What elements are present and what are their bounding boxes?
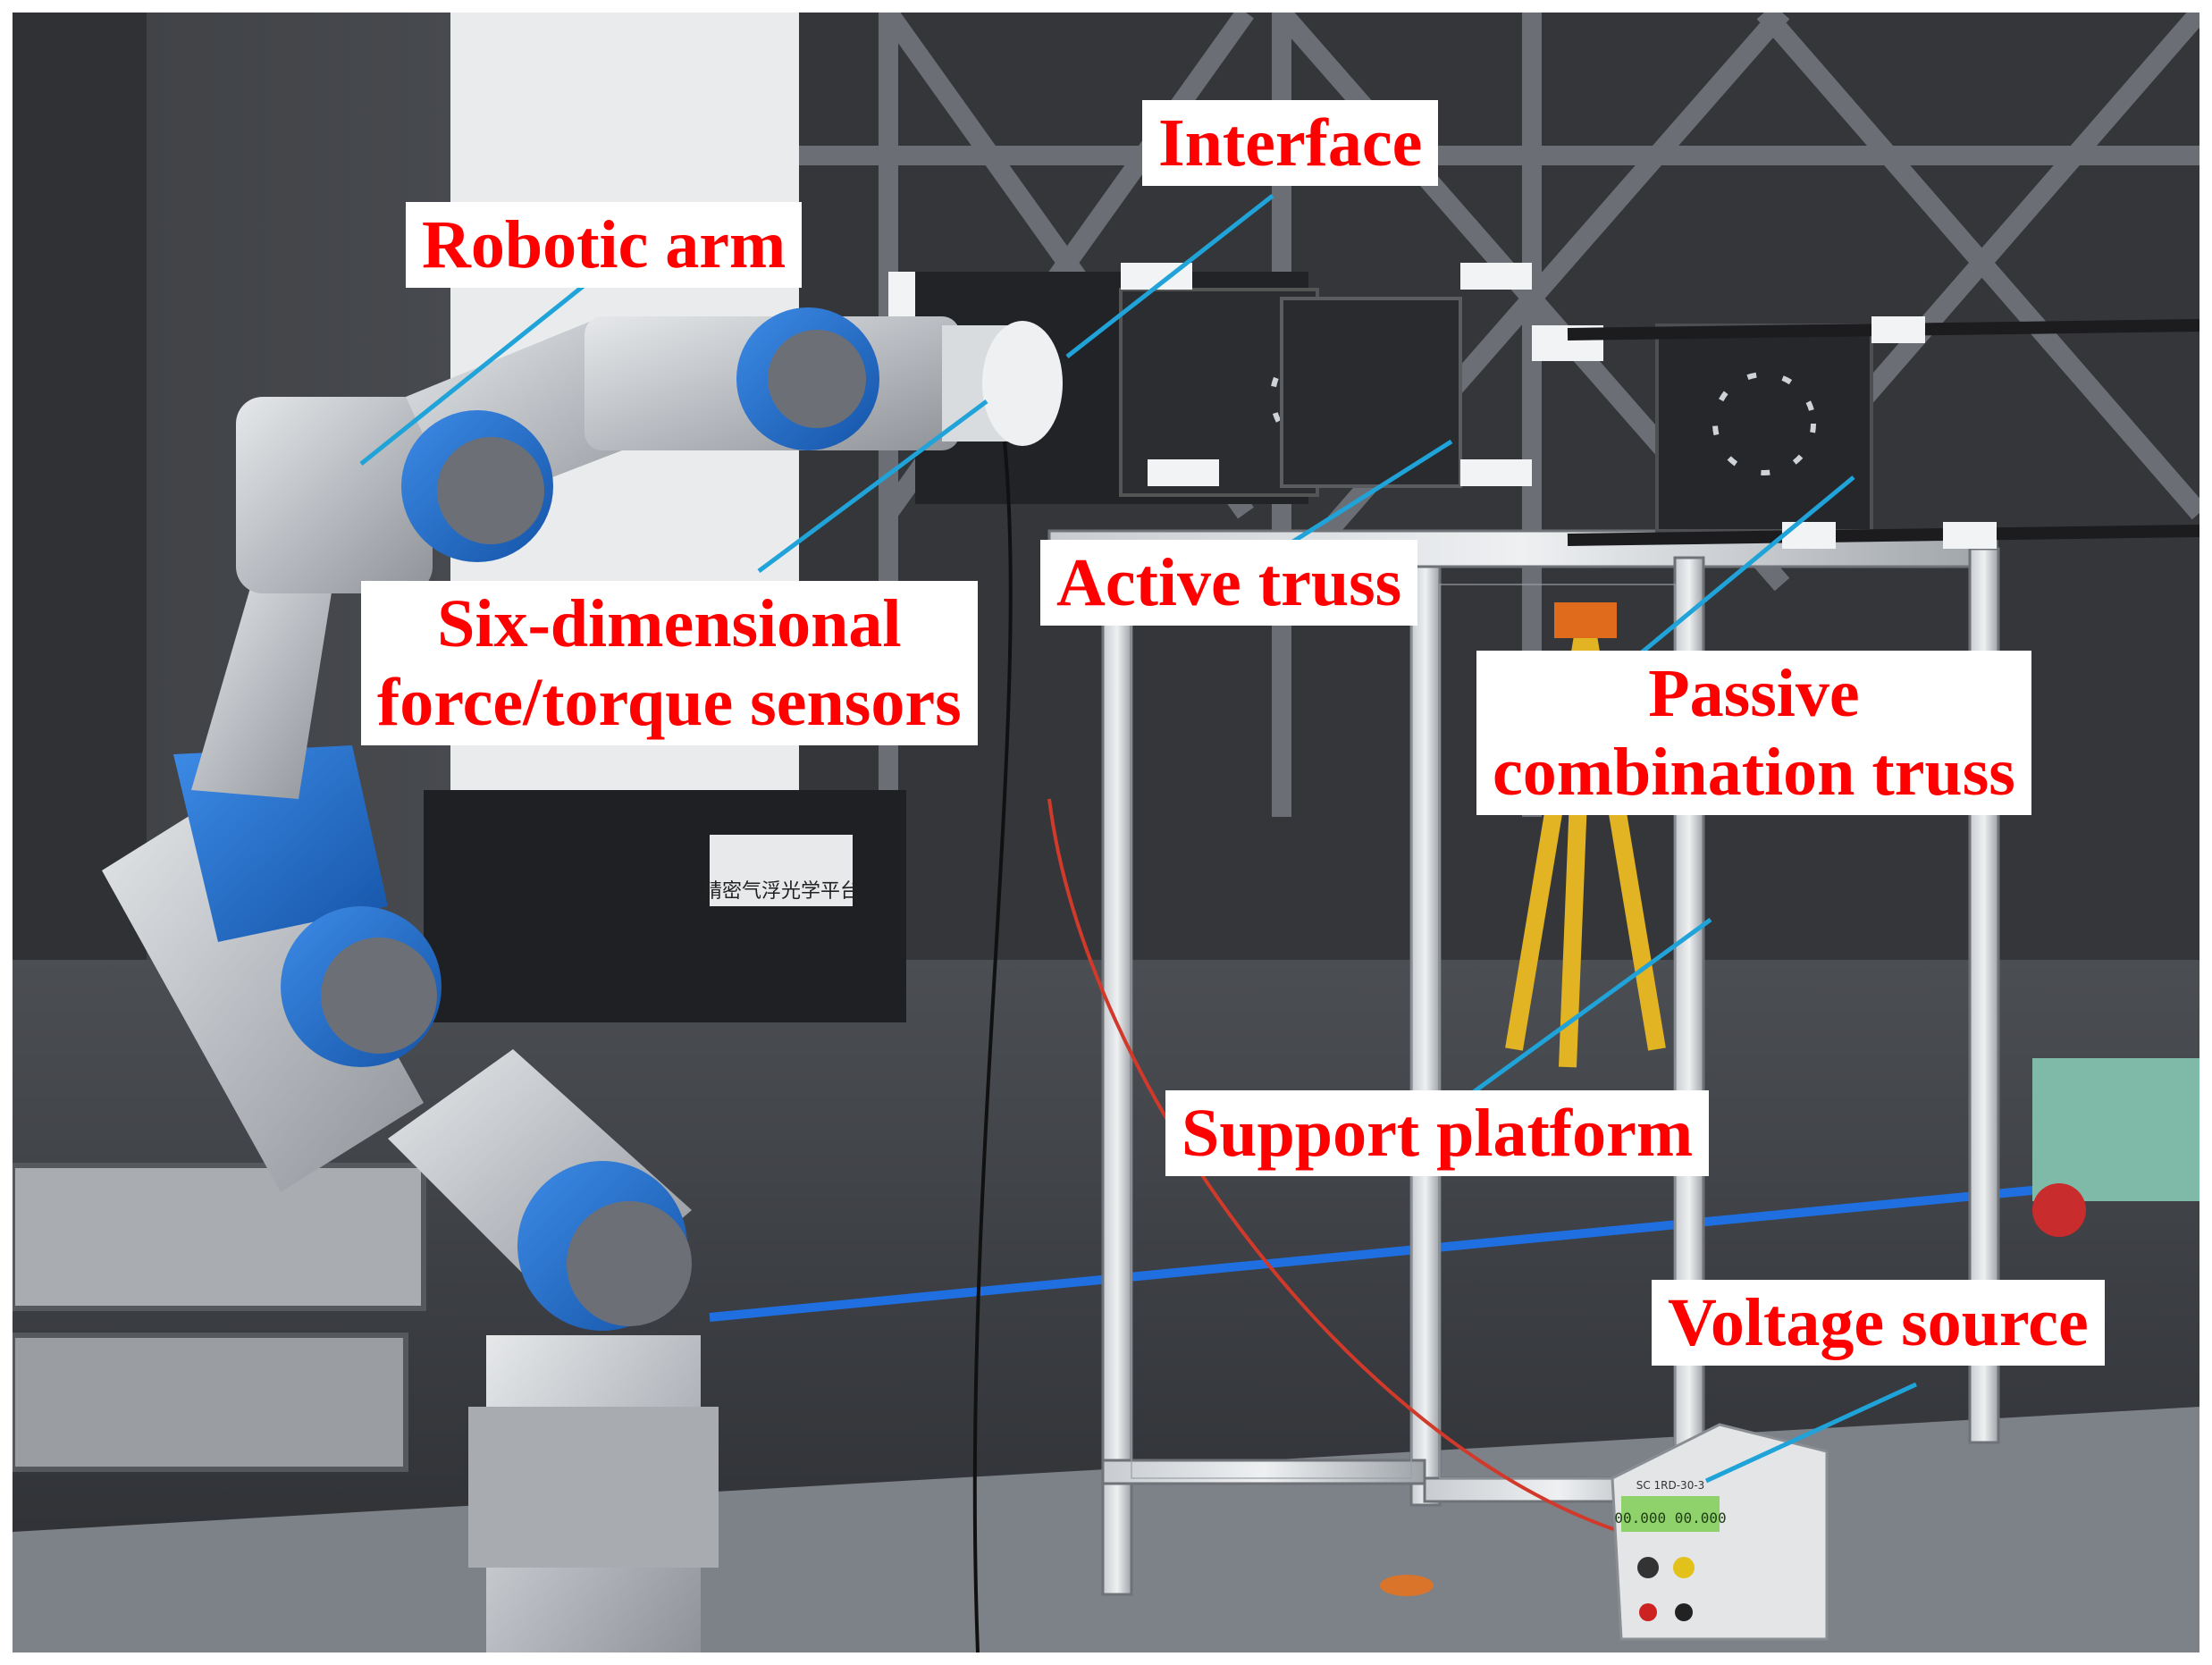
table-sign	[710, 835, 853, 906]
left-column	[13, 13, 147, 978]
label-support-platform: Support platform	[1165, 1090, 1710, 1176]
label-voltage-source-text: Voltage source	[1668, 1285, 2089, 1360]
label-interface-text: Interface	[1158, 105, 1423, 181]
label-passive-truss: Passive combination truss	[1476, 651, 2031, 815]
leader-passive-truss	[1619, 475, 1855, 671]
label-active-truss-text: Active truss	[1056, 545, 1402, 620]
robotic-arm	[102, 307, 1063, 1652]
label-sensors: Six-dimensional force/torque sensors	[361, 581, 978, 745]
equipment-case-2	[13, 1333, 408, 1472]
leader-sensors	[757, 399, 988, 574]
leader-interface	[1065, 194, 1274, 358]
voltage-source	[1611, 1423, 1829, 1641]
label-active-truss: Active truss	[1040, 540, 1418, 626]
blue-floor-tape	[709, 1170, 2199, 1322]
leader-robotic-arm	[359, 283, 586, 466]
label-robotic-arm-text: Robotic arm	[422, 207, 786, 282]
label-sensors-line2: force/torque sensors	[377, 665, 962, 740]
leader-voltage-source	[1704, 1382, 1918, 1484]
leveling-foot	[1380, 1575, 1434, 1596]
label-voltage-source: Voltage source	[1652, 1280, 2105, 1366]
table-sign-text: 精密气浮光学平台	[702, 880, 860, 903]
cables	[972, 441, 1622, 1652]
leader-lines	[359, 194, 1918, 1484]
label-support-platform-text: Support platform	[1182, 1096, 1694, 1171]
photograph: 精密气浮光学平台	[13, 13, 2199, 1652]
equipment-case-1	[13, 1163, 426, 1311]
label-interface: Interface	[1142, 100, 1439, 186]
tripod-head	[1554, 602, 1617, 638]
supply-display: 00.000 00.000	[1614, 1509, 1726, 1526]
leader-support-platform	[1463, 917, 1712, 1101]
label-passive-line1: Passive	[1648, 656, 1860, 731]
cart-wheel	[2032, 1183, 2086, 1237]
label-robotic-arm: Robotic arm	[406, 202, 803, 288]
label-passive-line2: combination truss	[1493, 735, 2015, 810]
leader-active-truss	[1280, 439, 1453, 551]
passive-combination-truss	[1567, 316, 2199, 549]
label-sensors-line1: Six-dimensional	[437, 586, 902, 661]
cart	[2032, 1058, 2199, 1201]
supply-model: SC 1RD-30-3	[1636, 1479, 1705, 1492]
